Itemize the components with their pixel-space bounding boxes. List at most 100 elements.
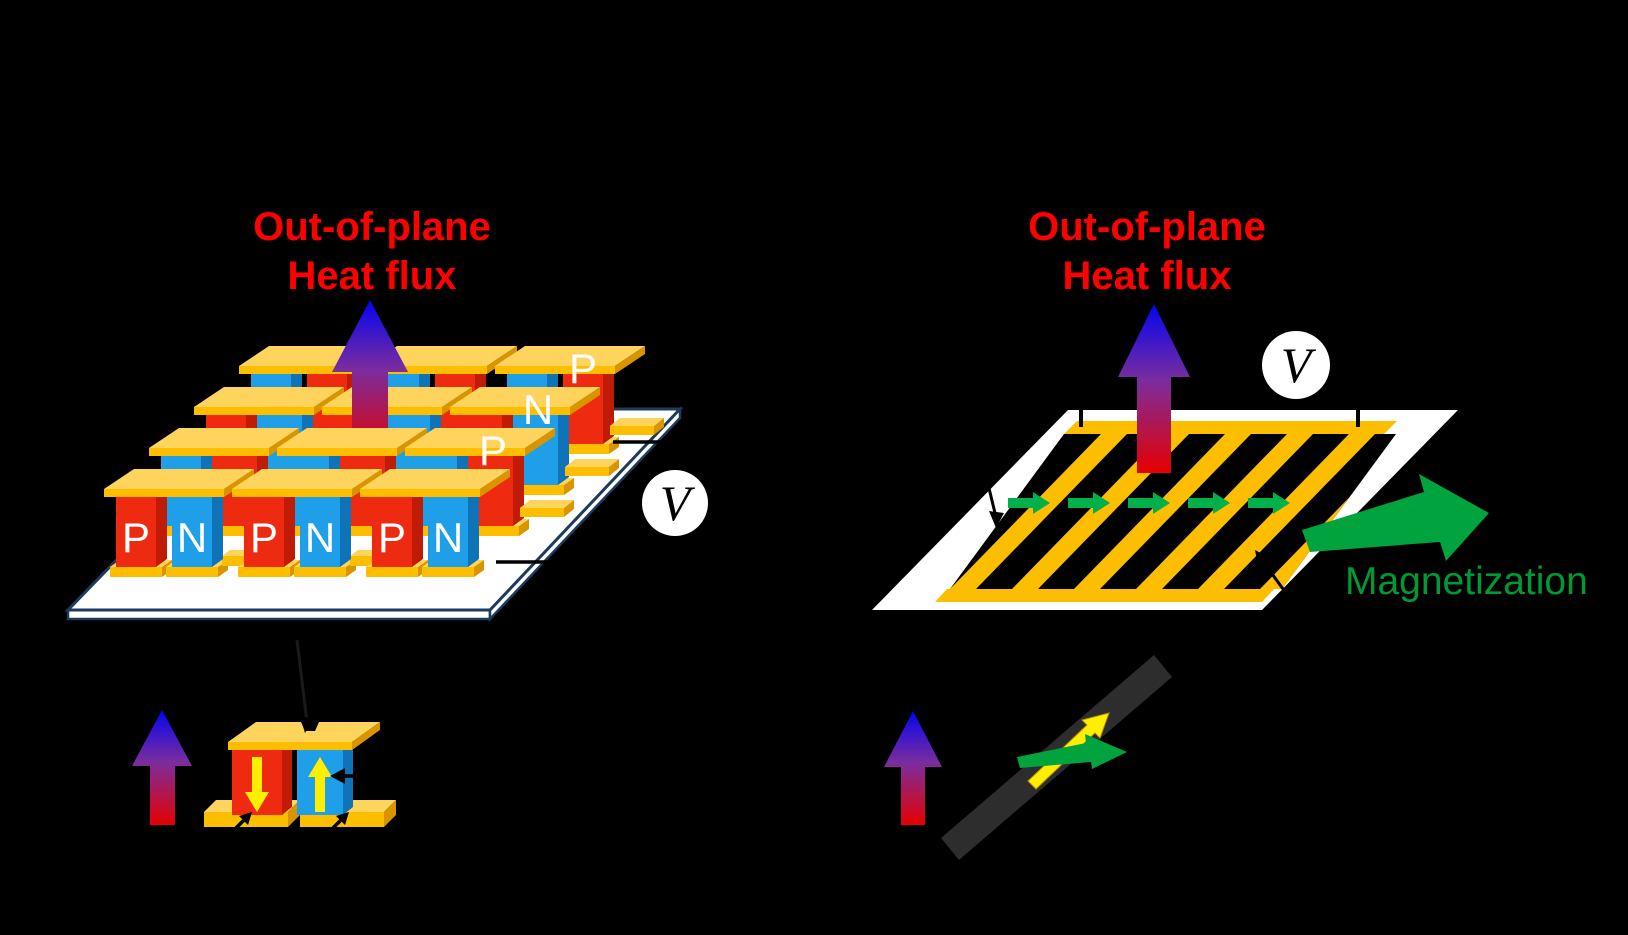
pn-letter: P (122, 514, 150, 561)
film-annotation-arrows (985, 479, 1285, 590)
cap-front (405, 448, 525, 456)
pad-front (110, 567, 162, 577)
pad-front (610, 426, 654, 435)
p-leg-side (284, 489, 295, 567)
mini-magnetization-arrow (1188, 492, 1230, 514)
cap-side (397, 428, 427, 456)
cap-top (228, 722, 380, 742)
cap-front (450, 407, 570, 415)
annotation-arrow-shaft (1260, 559, 1285, 590)
right-voltmeter: V (1262, 331, 1330, 399)
pad-side (474, 560, 484, 577)
p-leg-side (412, 489, 423, 567)
pn-letter: N (177, 514, 207, 561)
pad-front (512, 485, 564, 495)
cap-side (314, 387, 344, 415)
cap-top (360, 469, 510, 489)
cap-top (232, 469, 382, 489)
p-leg-front (244, 497, 284, 567)
cap-front (104, 489, 224, 497)
pad-front (222, 556, 244, 566)
annotation-arrowhead (336, 812, 349, 825)
up-carrier-arrow (308, 757, 332, 812)
p-leg-front (372, 497, 412, 567)
cap-front (239, 366, 359, 374)
mini-magnetization-arrows (1008, 492, 1290, 514)
pad-side (384, 800, 396, 827)
cap-side (224, 469, 254, 497)
right-inset (884, 655, 1172, 860)
cap-top (495, 346, 645, 366)
annotation-arrow-shaft (324, 817, 344, 837)
pad-side (564, 478, 574, 495)
right-title-line2: Heat flux (1063, 254, 1232, 298)
pad-front (238, 567, 290, 577)
pn-couple (204, 639, 397, 837)
pad-side (654, 418, 664, 435)
annotation-arrowhead (330, 768, 345, 784)
cap-front (149, 448, 269, 456)
pn-letter: P (250, 514, 278, 561)
gold-stripe (1074, 434, 1251, 589)
inset-heat-flux-arrow (132, 710, 192, 825)
cap-side (525, 428, 555, 456)
n-leg-front (172, 497, 212, 567)
mini-magnetization-arrow (1068, 492, 1110, 514)
cap-top (104, 469, 254, 489)
n-leg-side (343, 742, 353, 815)
n-leg-side (340, 489, 351, 567)
pad-side (519, 519, 529, 536)
pn-letter: N (433, 514, 463, 561)
annotation-line (295, 639, 309, 723)
cap-front (495, 366, 615, 374)
cap-front (232, 489, 352, 497)
left-inset (132, 639, 397, 837)
cap-side (480, 469, 510, 497)
right-panel: Out-of-plane Heat flux V (872, 205, 1588, 610)
p-leg-side (156, 489, 167, 567)
gold-stripe (950, 434, 1127, 589)
pad-side (564, 500, 574, 517)
annotation-arrowhead (300, 716, 313, 733)
gold-bottom-bar (935, 589, 1274, 602)
annotation-arrow-shaft (227, 817, 247, 837)
cap-side (442, 387, 472, 415)
gold-stripes (950, 434, 1396, 589)
n-leg-side (212, 489, 223, 567)
cap-top (194, 387, 344, 407)
mini-magnetization-arrow (1248, 492, 1290, 514)
pad-front (166, 567, 218, 577)
magnetization-label: Magnetization (1345, 560, 1588, 603)
p-leg-side (603, 366, 614, 444)
cap-side (352, 722, 380, 750)
mini-magnetization-arrow (1128, 492, 1170, 514)
gold-stripe (1136, 434, 1313, 589)
cap-top (367, 346, 517, 366)
voltmeter-label: V (660, 475, 696, 531)
voltmeter-label: V (1281, 337, 1317, 393)
pad-front (557, 444, 609, 454)
annotation-arrowhead (1255, 550, 1268, 566)
cap-side (570, 387, 600, 415)
magnetization-arrow (1302, 474, 1489, 561)
cap-top (149, 428, 299, 448)
left-title-line1: Out-of-plane (253, 205, 491, 249)
left-heat-flux-arrow (332, 300, 408, 455)
pn-letter: N (305, 514, 335, 561)
cap-side (615, 346, 645, 374)
cap-top (450, 387, 600, 407)
n-leg-front (300, 497, 340, 567)
cap-side (269, 428, 299, 456)
serpentine-pattern (935, 421, 1397, 602)
right-title-line1: Out-of-plane (1028, 205, 1266, 249)
pad-front (520, 508, 564, 517)
annotation-arrowhead (239, 812, 252, 825)
pad-side (609, 459, 619, 476)
pn-letter: P (479, 427, 507, 474)
cap-front (277, 448, 397, 456)
down-carrier-arrow (245, 757, 269, 812)
